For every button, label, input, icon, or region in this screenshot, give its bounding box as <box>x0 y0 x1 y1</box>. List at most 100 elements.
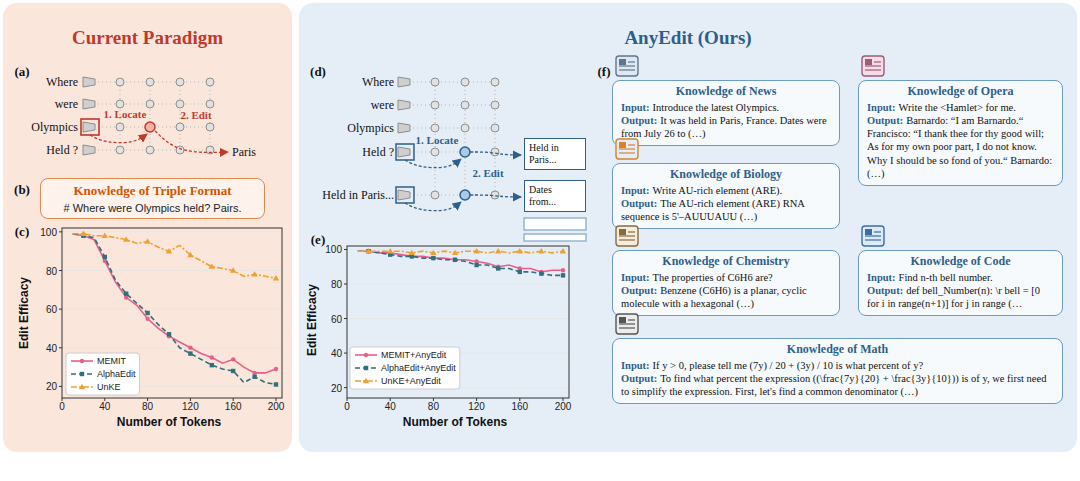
box-text: Input: <box>867 102 896 113</box>
box-heading: Knowledge of Biology <box>670 167 782 181</box>
grid-line <box>347 249 569 250</box>
text-row: Knowledge of News <box>621 84 831 99</box>
box-heading: Current Paradigm <box>72 27 223 48</box>
data-marker <box>561 273 565 277</box>
data-marker <box>252 375 256 379</box>
text-row: Input:Write AU-rich element (ARE). <box>621 184 831 197</box>
hidden-state <box>146 100 154 108</box>
data-marker <box>187 252 193 257</box>
edit-state <box>145 122 155 132</box>
topic-icon <box>619 69 635 70</box>
data-marker <box>273 275 279 280</box>
text-row: Output:It was held in Paris, France. Dat… <box>621 114 831 140</box>
data-marker <box>364 353 368 357</box>
box-heading: Held in Paris... <box>529 142 559 165</box>
knowledge-box: Knowledge of MathInput:If y > 0, please … <box>612 338 1063 404</box>
data-marker <box>364 366 368 370</box>
locate-box <box>396 144 414 160</box>
line <box>355 380 377 382</box>
data-marker <box>560 248 566 253</box>
box-text: Write AU-rich element (ARE). <box>653 185 783 196</box>
topic-icon <box>619 239 635 240</box>
data-marker <box>80 231 86 236</box>
token-embed <box>398 190 410 200</box>
hidden-state <box>461 101 469 109</box>
grid-line <box>347 284 569 285</box>
data-marker <box>539 271 543 275</box>
text-row: Input:Write the <Hamlet> for me. <box>867 101 1054 114</box>
plot-frame <box>347 246 569 398</box>
knowledge-box: Knowledge of NewsInput:Introduce the lat… <box>612 80 840 146</box>
data-marker <box>79 384 85 389</box>
edit-state <box>460 190 470 200</box>
token-embed <box>398 100 410 110</box>
box-text: Output: <box>621 373 657 384</box>
legend-frame <box>350 347 460 389</box>
token-embed <box>398 147 410 157</box>
topic-icon <box>619 59 626 65</box>
box-heading: Knowledge of Triple Format <box>73 183 231 198</box>
text-row: Dates from... <box>529 184 581 208</box>
edit-arrow <box>470 152 521 155</box>
data-marker <box>366 249 370 253</box>
topic-icon <box>865 65 881 66</box>
box-text: Input: <box>621 102 650 113</box>
text-row: Output:The AU-rich element (ARE) RNA seq… <box>621 197 831 223</box>
grid-wire <box>210 82 211 150</box>
grid-wire <box>495 82 496 195</box>
token-embed <box>398 123 410 133</box>
knowledge-box: Knowledge of ChemistryInput:The properti… <box>612 250 840 316</box>
text-row: Knowledge of Chemistry <box>621 254 831 269</box>
text-row: Input:Find n-th bell number. <box>867 271 1054 284</box>
topic-icon <box>616 314 638 334</box>
chart <box>59 228 282 401</box>
data-marker <box>188 351 192 355</box>
data-line <box>73 234 276 278</box>
grid-wire <box>405 105 495 106</box>
data-marker <box>103 255 107 259</box>
data-marker <box>80 359 84 363</box>
box-text: Introduce the latest Olympics. <box>653 102 780 113</box>
data-marker <box>167 332 171 336</box>
hidden-state <box>461 124 469 132</box>
text-row: Knowledge of Code <box>867 254 1054 269</box>
knowledge-box: Knowledge of OperaInput:Write the <Hamle… <box>858 80 1063 186</box>
edit-arrow <box>470 195 521 197</box>
box-text: Output: <box>621 198 657 209</box>
topic-icon <box>862 56 884 76</box>
text-row: Output:Benzene (C6H6) is a planar, cycli… <box>621 284 831 310</box>
hidden-state <box>431 148 439 156</box>
topic-icon <box>619 327 635 328</box>
grid-line <box>62 270 282 271</box>
data-marker <box>365 248 371 253</box>
chunk-stack <box>524 218 586 230</box>
text-row: Output:To find what percent the expressi… <box>621 372 1054 398</box>
hidden-state <box>461 78 469 86</box>
text-row: Output:Barnardo: “I am Barnardo.“ Franci… <box>867 114 1054 180</box>
box-text: If y > 0, please tell me (7y) / 20 + (3y… <box>653 360 923 371</box>
hidden-state <box>431 191 439 199</box>
chart <box>344 246 569 401</box>
hidden-state <box>116 100 124 108</box>
data-marker <box>123 236 129 241</box>
data-marker <box>453 258 457 262</box>
topic-icon <box>874 61 881 62</box>
box-text: Input: <box>621 185 650 196</box>
line <box>355 354 377 356</box>
data-marker <box>474 263 478 267</box>
hidden-state <box>146 123 154 131</box>
text-row: Current Paradigm <box>3 27 292 49</box>
data-line <box>358 251 563 275</box>
data-marker <box>210 355 214 359</box>
hidden-state <box>206 123 214 131</box>
topic-icon <box>628 319 635 320</box>
topic-icon <box>865 239 881 240</box>
topic-icon <box>862 226 884 246</box>
data-marker <box>409 250 415 255</box>
hidden-state <box>491 148 499 156</box>
grid-wire <box>180 82 181 150</box>
box-heading: Knowledge of Opera <box>908 84 1014 98</box>
data-marker <box>230 267 236 272</box>
hidden-state <box>176 100 184 108</box>
data-marker <box>452 250 458 255</box>
